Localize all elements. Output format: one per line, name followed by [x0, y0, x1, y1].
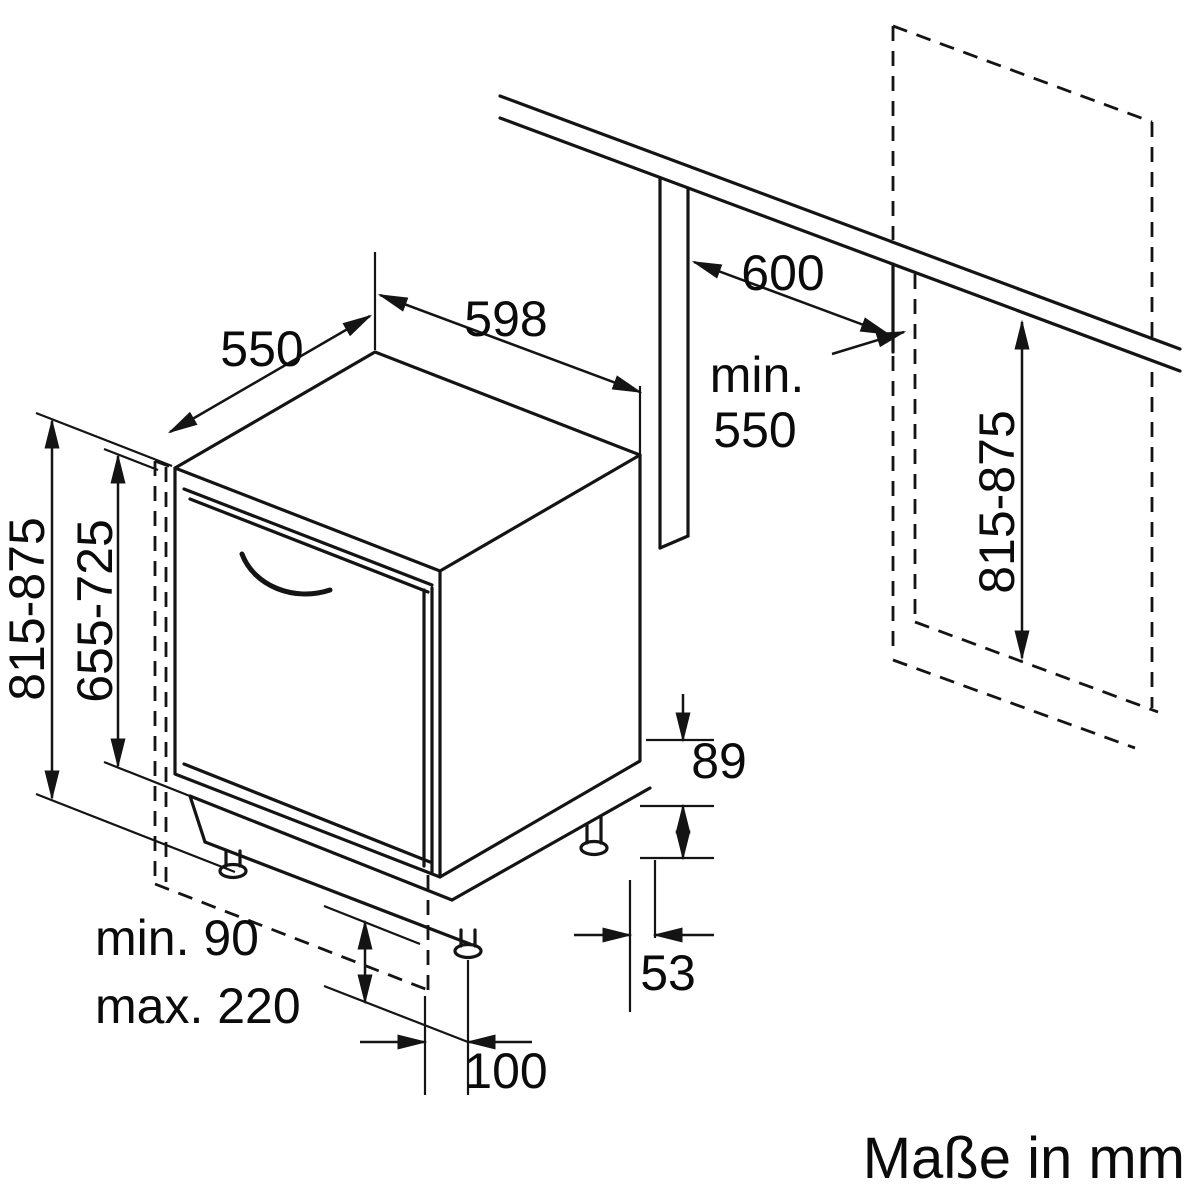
dimension-door-panel-655-725: 655-725 — [67, 447, 216, 808]
dimension-rear-foot-53: 53 — [574, 860, 714, 1012]
door-handle — [239, 551, 333, 597]
adjustable-feet — [218, 814, 609, 960]
dimension-base-89: 89 — [640, 694, 747, 861]
dimension-depth-550: 550 — [167, 252, 377, 434]
dim-niche-width-label: 600 — [741, 245, 824, 301]
dim-plinth-max-label: max. 220 — [95, 978, 301, 1034]
dim-rear-foot-label: 53 — [640, 945, 696, 1001]
dishwasher-body-drawing — [173, 350, 652, 946]
dim-niche-height-label: 815-875 — [969, 410, 1025, 594]
dim-front-foot-label: 100 — [464, 1043, 547, 1099]
dimension-niche-height-815-875: 815-875 — [969, 319, 1030, 661]
decor-panel-dashed-outline — [153, 459, 430, 992]
dimension-niche-width-600: 600 — [691, 245, 891, 336]
dim-door-panel-label: 655-725 — [67, 519, 123, 703]
dimension-plinth-min90-max220: min. 90 max. 220 — [95, 904, 469, 1044]
dimension-height-815-875-left: 815-875 — [0, 411, 236, 874]
units-caption: Maße in mm — [863, 1126, 1185, 1191]
cabinet-niche-drawing — [498, 24, 1182, 750]
dim-base-height-label: 89 — [691, 733, 747, 789]
dimension-niche-depth-min-550: min. 550 — [710, 330, 907, 458]
dim-depth-label: 550 — [220, 321, 303, 377]
dim-niche-depth-value: 550 — [713, 402, 796, 458]
dim-niche-depth-word: min. — [710, 347, 804, 403]
dim-width-label: 598 — [464, 291, 547, 347]
dim-plinth-min-label: min. 90 — [95, 910, 259, 966]
dimension-front-foot-100: 100 — [360, 960, 548, 1099]
dimension-width-598: 598 — [377, 291, 643, 454]
dim-height-left-label: 815-875 — [0, 517, 55, 701]
